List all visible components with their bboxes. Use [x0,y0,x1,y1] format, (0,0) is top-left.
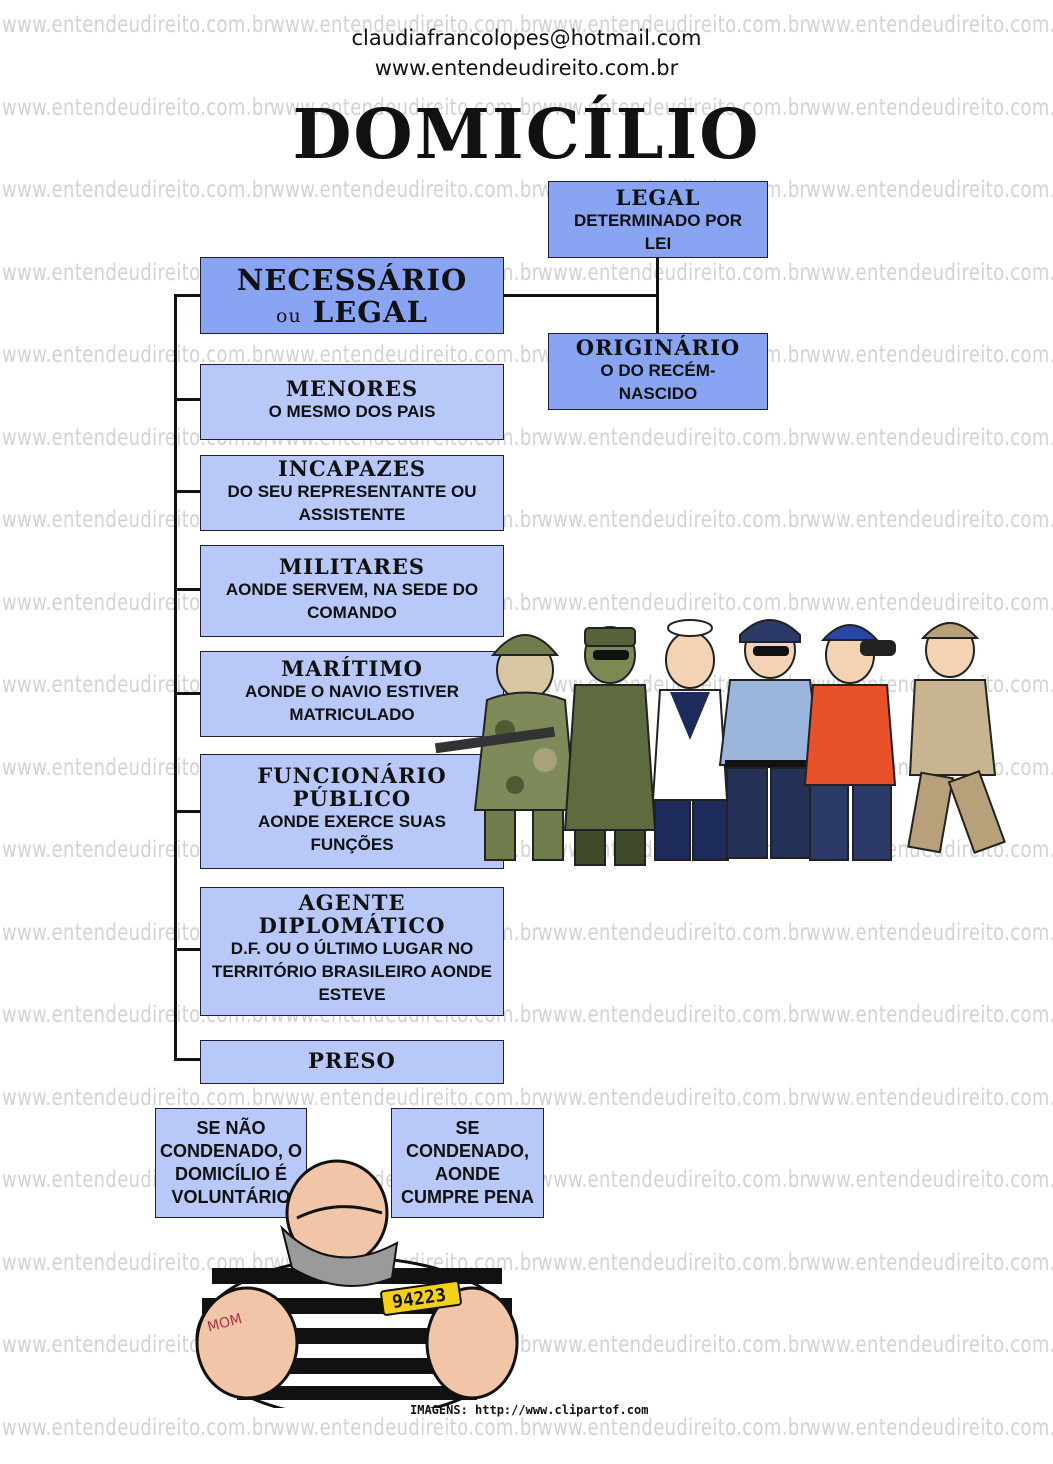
connector-item-diplomatico [174,948,202,951]
connector-item-menores [174,398,202,401]
image-credit: IMAGENS: http://www.clipartof.com [410,1403,648,1417]
node-militares-title: MILITARES [201,555,503,578]
watermark-text: www.entendeudireito.com.br [806,1415,1053,1441]
connector-root-right [503,294,658,297]
node-legal-prefix: ou [276,305,302,327]
desert-soldier [908,623,1004,853]
node-incapazes: INCAPAZES DO SEU REPRESENTANTE OU ASSIST… [200,455,504,531]
node-incapazes-title: INCAPAZES [201,457,503,480]
node-menores: MENORES O MESMO DOS PAIS [200,364,504,440]
watermark-text: www.entendeudireito.com.br [538,507,807,533]
sailor [653,620,728,860]
author-email: claudiafrancolopes@hotmail.com [0,26,1053,50]
watermark-text: www.entendeudireito.com.br [806,342,1053,368]
lifeguard-with-binoculars [805,625,896,860]
node-necessario-title: NECESSÁRIO [201,264,503,296]
watermark-text: www.entendeudireito.com.br [2,1415,271,1441]
watermark-text: www.entendeudireito.com.br [806,920,1053,946]
node-preso-title: PRESO [201,1049,503,1072]
watermark-text: www.entendeudireito.com.br [538,425,807,451]
watermark-text: www.entendeudireito.com.br [538,260,807,286]
connector-legal-originario [656,257,659,333]
node-menores-title: MENORES [201,377,503,400]
watermark-text: www.entendeudireito.com.br [538,1415,807,1441]
watermark-text: www.entendeudireito.com.br [538,920,807,946]
watermark-text: www.entendeudireito.com.br [806,1250,1053,1276]
connector-root-left [174,294,202,297]
connector-item-funcionario [174,810,202,813]
watermark-text: www.entendeudireito.com.br [270,177,539,203]
watermark-text: www.entendeudireito.com.br [2,1085,271,1111]
author-site: www.entendeudireito.com.br [0,56,1053,80]
node-legal-desc: DETERMINADO POR LEI [549,209,767,255]
watermark-text: www.entendeudireito.com.br [806,260,1053,286]
node-diplomatico-title: AGENTE DIPLOMÁTICO [201,891,503,937]
watermark-text: www.entendeudireito.com.br [806,507,1053,533]
watermark-text: www.entendeudireito.com.br [538,1250,807,1276]
watermark-text: www.entendeudireito.com.br [538,1332,807,1358]
camouflage-soldier [435,635,575,860]
node-legal-title-line: ou LEGAL [201,296,503,332]
node-originario-desc: O DO RECÉM-NASCIDO [549,359,767,405]
watermark-text: www.entendeudireito.com.br [270,1415,539,1441]
prisoner-illustration: 94223 MOM [182,1158,532,1408]
page-title: DOMICÍLIO [0,95,1053,175]
connector-item-incapazes [174,490,202,493]
watermark-text: www.entendeudireito.com.br [806,425,1053,451]
airforce-officer [720,620,820,858]
node-legal-title: LEGAL [313,295,428,329]
watermark-text: www.entendeudireito.com.br [806,1002,1053,1028]
node-necessario-legal: NECESSÁRIO ou LEGAL [200,257,504,334]
node-incapazes-desc: DO SEU REPRESENTANTE OU ASSISTENTE [201,480,503,526]
watermark-text: www.entendeudireito.com.br [538,1167,807,1193]
watermark-text: www.entendeudireito.com.br [270,1085,539,1111]
node-legal-heading: LEGAL [549,186,767,209]
node-legal: LEGAL DETERMINADO POR LEI [548,181,768,258]
node-agente-diplomatico: AGENTE DIPLOMÁTICO D.F. OU O ÚLTIMO LUGA… [200,887,504,1016]
watermark-text: www.entendeudireito.com.br [538,1002,807,1028]
watermark-text: www.entendeudireito.com.br [2,177,271,203]
military-group-illustration [415,600,1025,880]
watermark-text: www.entendeudireito.com.br [538,1085,807,1111]
node-originario-heading: ORIGINÁRIO [549,336,767,359]
watermark-text: www.entendeudireito.com.br [806,1085,1053,1111]
green-soldier [565,627,655,865]
watermark-text: www.entendeudireito.com.br [806,1332,1053,1358]
node-diplomatico-desc: D.F. OU O ÚLTIMO LUGAR NO TERRITÓRIO BRA… [201,937,503,1006]
watermark-text: www.entendeudireito.com.br [806,1167,1053,1193]
connector-item-preso [174,1058,202,1061]
watermark-text: www.entendeudireito.com.br [806,177,1053,203]
node-preso: PRESO [200,1040,504,1084]
connector-item-militares [174,588,202,591]
connector-item-maritimo [174,692,202,695]
node-originario: ORIGINÁRIO O DO RECÉM-NASCIDO [548,333,768,410]
connector-spine [174,294,177,1060]
node-menores-desc: O MESMO DOS PAIS [201,400,503,423]
